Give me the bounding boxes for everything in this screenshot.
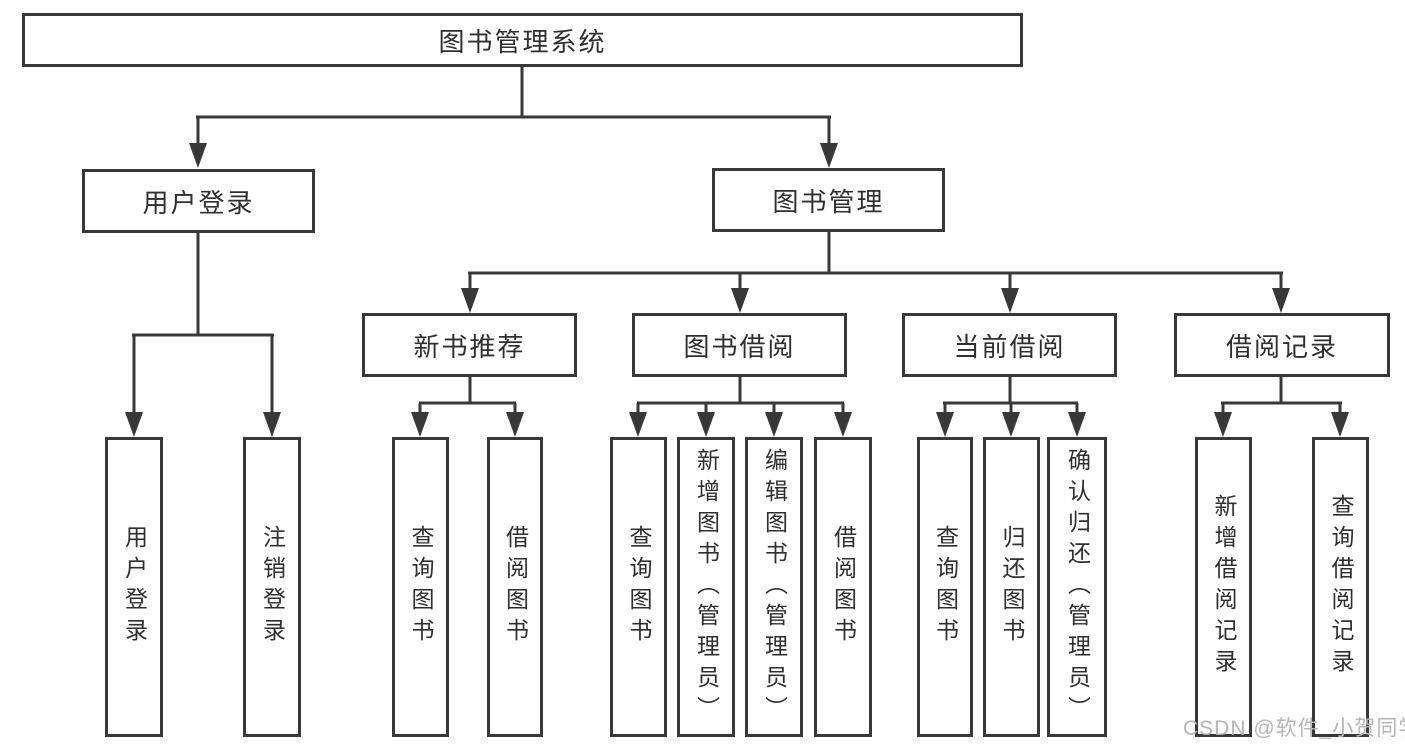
node-label: 借阅图书 xyxy=(502,525,529,649)
watermark: CSDN @软件_小贺同学 xyxy=(1183,717,1405,740)
leaf-query-books-1: 查询图书 xyxy=(392,437,449,737)
node-label: 查询图书 xyxy=(932,525,959,649)
node-user-login: 用户登录 xyxy=(82,169,315,233)
leaf-return-books: 归还图书 xyxy=(983,437,1040,737)
node-label: 编辑图书（管理员） xyxy=(761,447,788,727)
node-label: 新书推荐 xyxy=(413,331,526,362)
node-label: 借阅图书 xyxy=(830,525,857,649)
node-current-borrowing: 当前借阅 xyxy=(902,313,1117,377)
node-label: 归还图书 xyxy=(999,525,1025,649)
node-book-management: 图书管理 xyxy=(712,168,945,232)
node-label: 用户登录 xyxy=(121,525,148,649)
leaf-edit-book-admin: 编辑图书（管理员） xyxy=(745,437,803,737)
leaf-add-book-admin: 新增图书（管理员） xyxy=(677,437,735,737)
node-borrowing-records: 借阅记录 xyxy=(1174,313,1390,377)
node-label: 借阅记录 xyxy=(1225,331,1338,362)
connector-arrows xyxy=(125,117,1349,437)
node-label: 图书管理 xyxy=(772,186,885,217)
node-label: 注销登录 xyxy=(259,525,286,649)
leaf-query-books-2: 查询图书 xyxy=(610,437,667,737)
node-book-borrowing: 图书借阅 xyxy=(632,313,847,377)
leaf-logout: 注销登录 xyxy=(243,437,301,737)
node-label: 用户登录 xyxy=(142,187,255,218)
leaf-confirm-return-admin: 确认归还（管理员） xyxy=(1047,437,1107,737)
node-label: 当前借阅 xyxy=(953,331,1066,362)
leaf-query-books-3: 查询图书 xyxy=(917,437,973,737)
node-new-book-recommendation: 新书推荐 xyxy=(362,313,577,377)
node-library-system: 图书管理系统 xyxy=(22,13,1023,67)
node-label: 新增图书（管理员） xyxy=(693,447,720,727)
node-label: 图书管理系统 xyxy=(438,26,607,57)
leaf-query-borrow-record: 查询借阅记录 xyxy=(1312,437,1369,737)
node-label: 查询借阅记录 xyxy=(1328,494,1354,680)
node-label: 查询图书 xyxy=(408,525,434,649)
node-label: 查询图书 xyxy=(626,525,652,649)
leaf-borrow-books-1: 借阅图书 xyxy=(487,437,543,737)
leaf-borrow-books-2: 借阅图书 xyxy=(814,437,872,737)
leaf-user-login: 用户登录 xyxy=(105,437,163,737)
node-label: 确认归还（管理员） xyxy=(1064,447,1091,727)
leaf-add-borrow-record: 新增借阅记录 xyxy=(1195,437,1252,737)
node-label: 新增借阅记录 xyxy=(1211,494,1237,680)
node-label: 图书借阅 xyxy=(683,331,796,362)
